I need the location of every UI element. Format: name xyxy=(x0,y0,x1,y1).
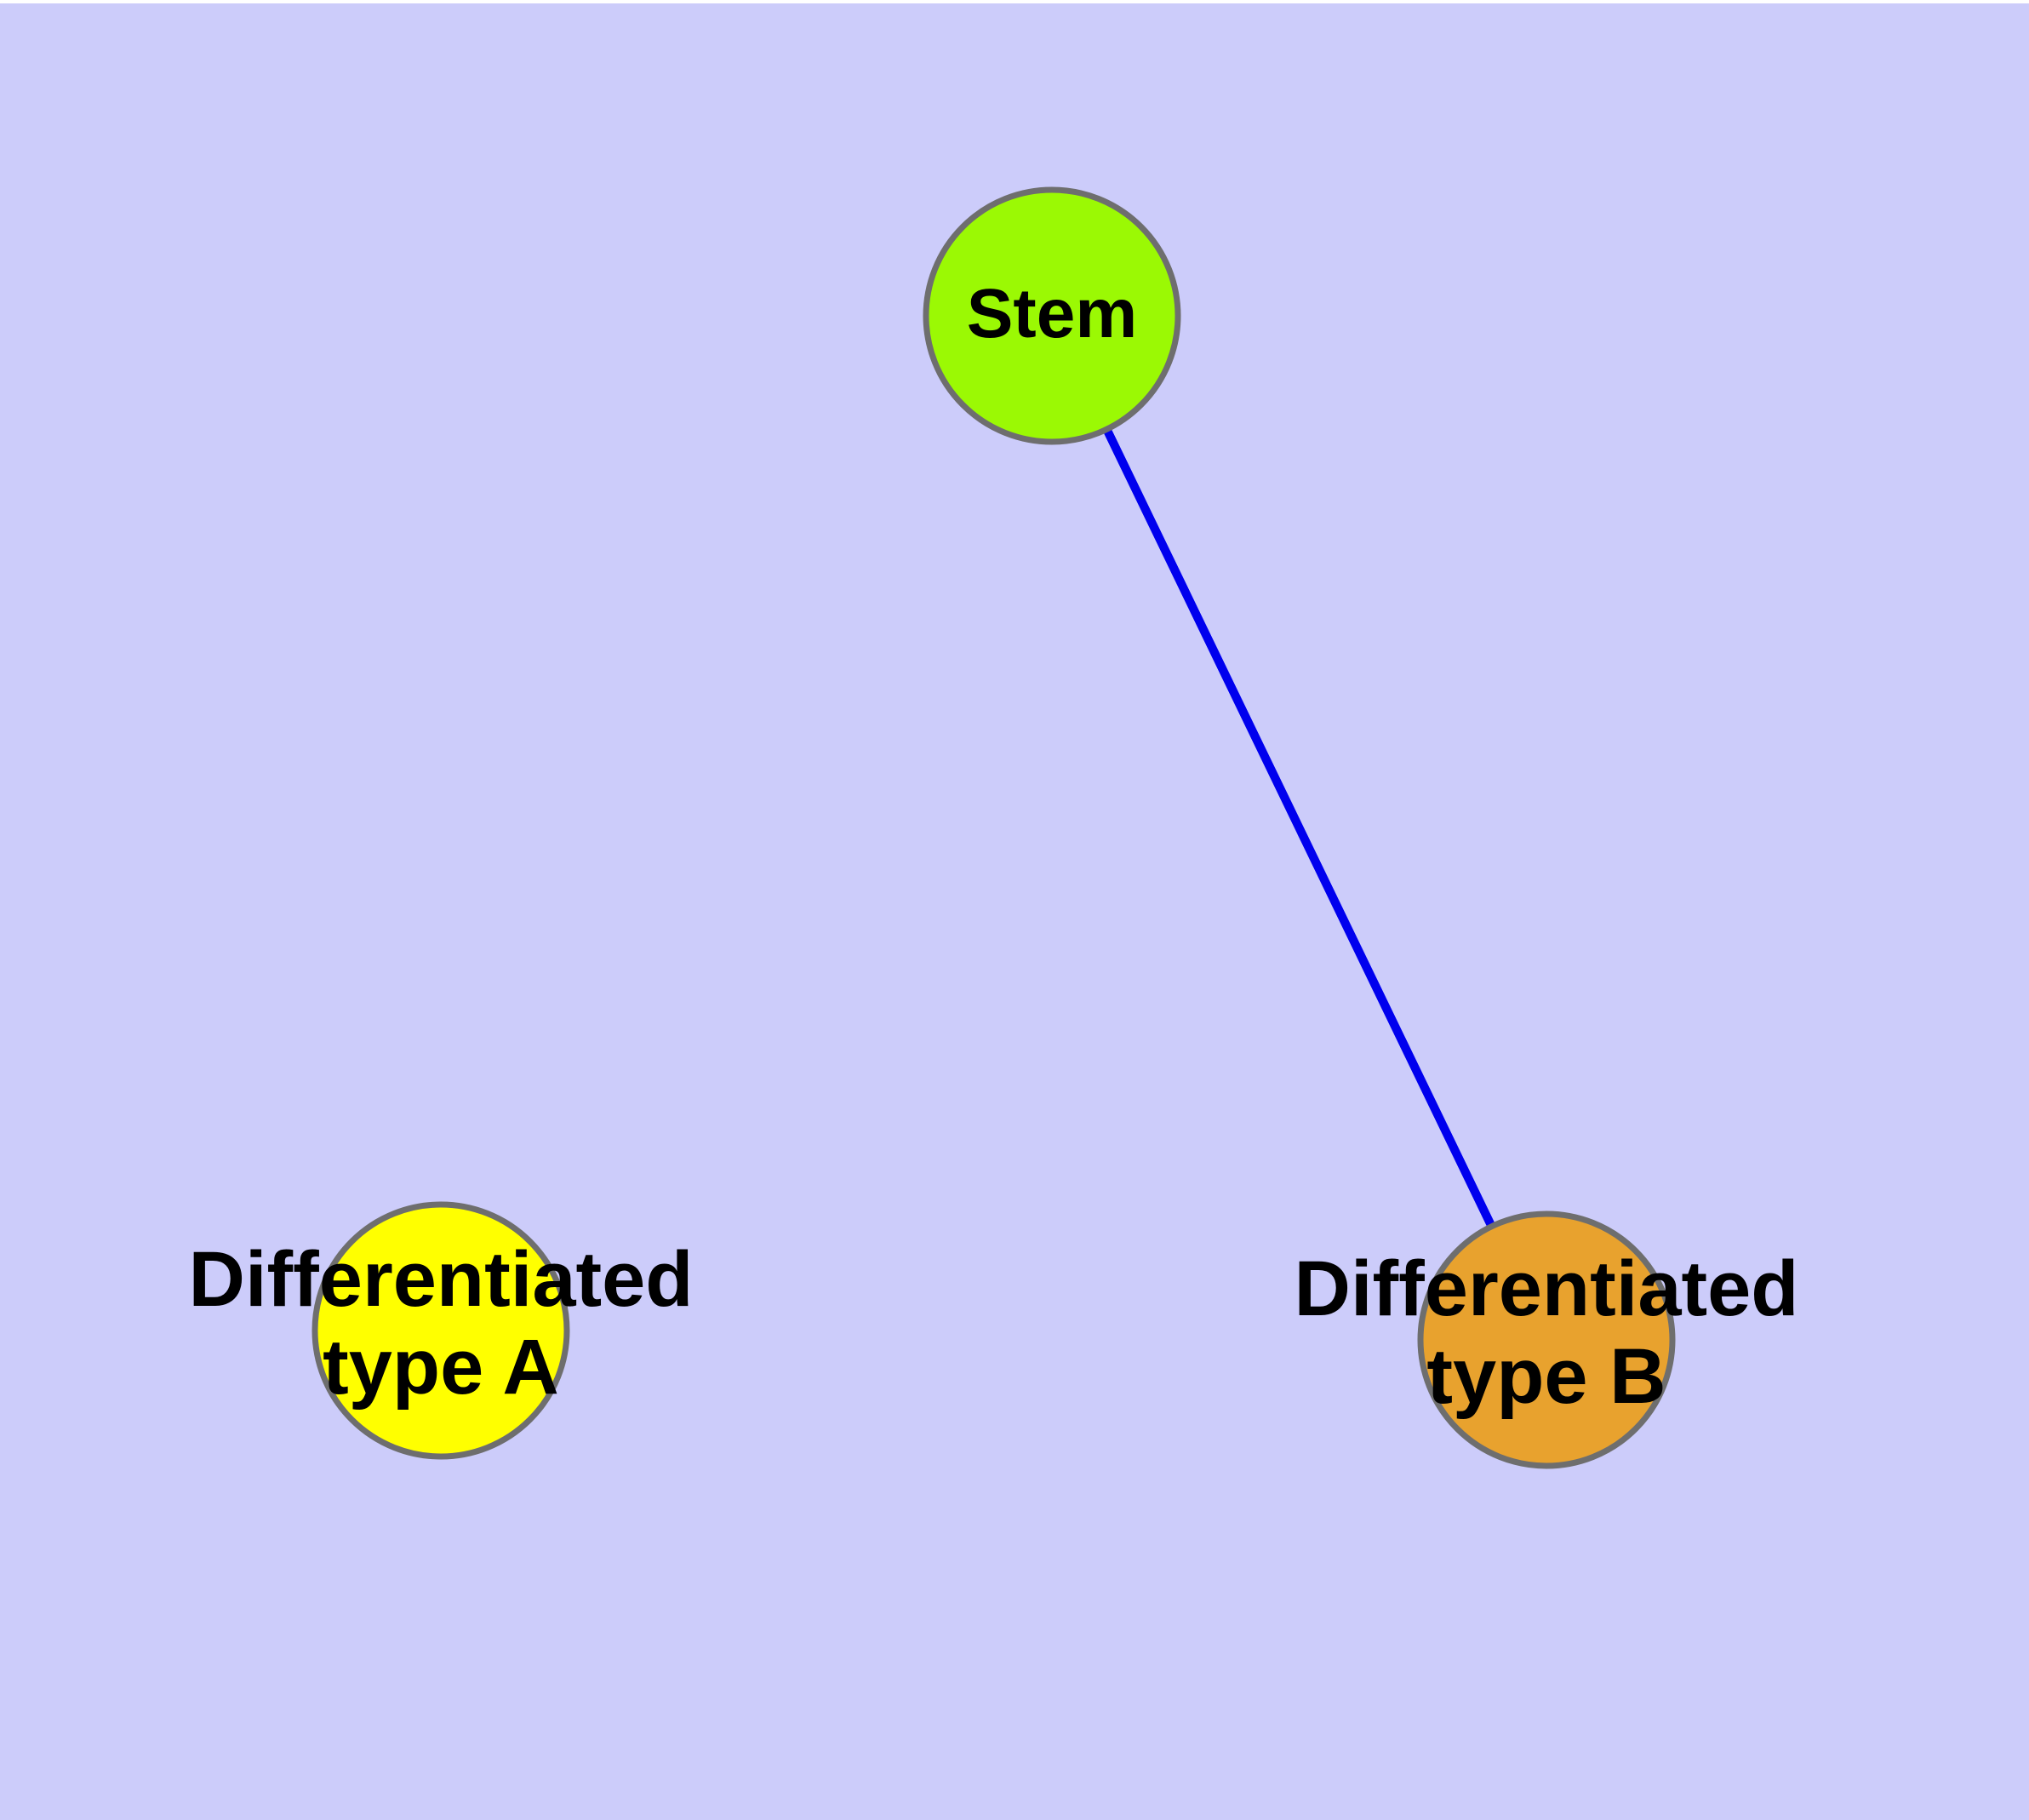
node-stem[interactable] xyxy=(923,186,1181,445)
node-layer xyxy=(311,186,1676,1469)
edge-stem-to-differentiated-type-b[interactable] xyxy=(1048,313,1551,1342)
node-differentiated-type-a[interactable] xyxy=(311,1201,570,1460)
node-differentiated-type-b[interactable] xyxy=(1417,1210,1676,1469)
edge-layer xyxy=(1048,313,1551,1342)
